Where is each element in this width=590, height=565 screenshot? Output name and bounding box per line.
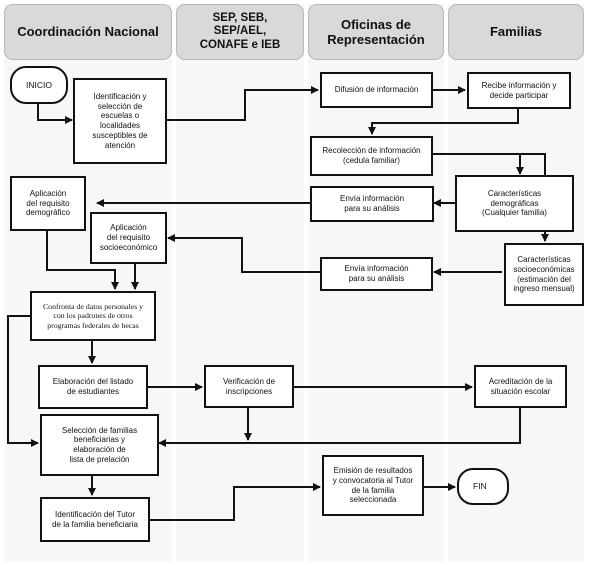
- caracteristicas-socioeconomicas-box: Características socioeconómicas (estimac…: [504, 243, 584, 306]
- arrow-aplic-demo-confronta: [46, 230, 119, 290]
- recibe-box: Recibe información y decide participar: [467, 72, 571, 109]
- envia-informacion-socioeconomica-box: Envía información para su análisis: [320, 257, 433, 291]
- lane-header-coordinacion: Coordinación Nacional: [4, 4, 172, 60]
- verificacion-inscripciones-box: Verificación de inscripciones: [204, 365, 294, 408]
- arrow-envia2-aplic-socio: [167, 234, 320, 273]
- arrow-recibe-recoleccion: [368, 108, 519, 135]
- identificacion-box: Identificación y selección de escuelas o…: [73, 78, 167, 164]
- difusion-box: Difusión de información: [320, 72, 433, 108]
- confronta-datos-box: Confronta de datos personales y con los …: [30, 291, 156, 341]
- arrow-tutor-emision: [150, 483, 321, 521]
- arrow-identificacion-difusion: [166, 86, 319, 121]
- inicio-node: INICIO: [10, 66, 68, 104]
- recoleccion-box: Recolección de información (cedula famil…: [310, 136, 433, 176]
- arrow-acreditacion-seleccion: [158, 408, 521, 447]
- identificacion-tutor-box: Identificación del Tutor de la familia b…: [40, 497, 150, 542]
- arrow-inicio-identificacion: [37, 103, 73, 124]
- lane-header-oficinas: Oficinas de Representación: [308, 4, 444, 60]
- arrow-recoleccion-caract-demo: [432, 153, 524, 175]
- envia-informacion-demografica-box: Envía información para su análisis: [310, 186, 434, 222]
- aplicacion-requisito-socioeconomico-box: Aplicación del requisito socioeconómico: [90, 212, 167, 264]
- lane-header-sep: SEP, SEB, SEP/AEL, CONAFE e IEB: [176, 4, 304, 60]
- emision-resultados-box: Emisión de resultados y convocatoria al …: [322, 455, 424, 516]
- fin-node: FIN: [457, 468, 509, 505]
- lane-sep: [176, 4, 304, 562]
- lane-header-familias: Familias: [448, 4, 584, 60]
- caracteristicas-demograficas-box: Características demográficas (Cualquier …: [455, 175, 574, 232]
- acreditacion-situacion-box: Acreditación de la situación escolar: [474, 365, 567, 408]
- aplicacion-requisito-demografico-box: Aplicación del requisito demográfico: [10, 176, 86, 231]
- arrow-confronta-seleccion: [7, 315, 39, 447]
- elaboracion-listado-box: Elaboración del listado de estudiantes: [38, 365, 148, 409]
- seleccion-familias-box: Selección de familias beneficiarias y el…: [40, 414, 159, 476]
